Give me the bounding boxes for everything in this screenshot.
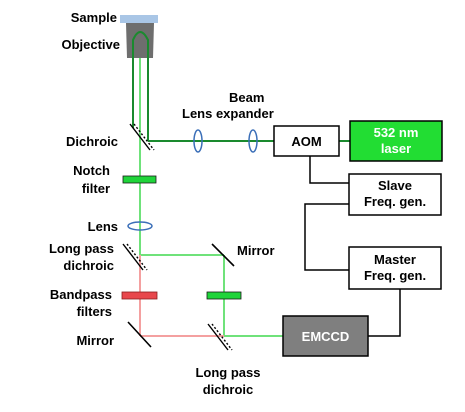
lens-expander-label: Lens expander bbox=[182, 106, 274, 121]
lens-expander-1 bbox=[193, 129, 203, 153]
long-pass-dichroic-bottom bbox=[207, 323, 233, 351]
beam-label: Beam bbox=[229, 90, 264, 105]
slave-label-line1: Slave bbox=[378, 178, 412, 193]
mirror-right-label: Mirror bbox=[237, 243, 275, 258]
objective bbox=[126, 23, 154, 58]
sample-slide bbox=[120, 15, 158, 23]
long-pass-dichroic-left bbox=[122, 243, 148, 271]
objective-label: Objective bbox=[61, 37, 120, 52]
bandpass-label-line2: filters bbox=[77, 304, 112, 319]
slave-freq-gen-box bbox=[348, 173, 442, 216]
emccd-label: EMCCD bbox=[302, 329, 350, 344]
slave-label-line2: Freq. gen. bbox=[364, 194, 426, 209]
excitation-beam bbox=[132, 31, 350, 142]
long-pass-bottom-label-line1: Long pass bbox=[195, 365, 260, 380]
mirror-right bbox=[211, 243, 235, 267]
laser-label-line1: 532 nm bbox=[374, 125, 419, 140]
master-label-line1: Master bbox=[374, 252, 416, 267]
emccd-box bbox=[282, 315, 369, 357]
aom-box bbox=[273, 125, 340, 157]
master-freq-gen-box bbox=[348, 246, 442, 290]
laser-label-line2: laser bbox=[381, 141, 411, 156]
sample-label: Sample bbox=[71, 10, 117, 25]
bandpass-label-line1: Bandpass bbox=[50, 287, 112, 302]
notch-filter bbox=[122, 175, 157, 184]
bandpass-filter-left bbox=[121, 291, 158, 300]
control-wiring bbox=[304, 155, 401, 337]
lens-label: Lens bbox=[88, 219, 118, 234]
dichroic-top bbox=[129, 123, 155, 151]
long-pass-bottom-label-line2: dichroic bbox=[203, 382, 254, 397]
mirror-left-label: Mirror bbox=[76, 333, 114, 348]
laser-box bbox=[349, 120, 443, 162]
lens-expander-2 bbox=[248, 129, 258, 153]
bandpass-filter-right bbox=[206, 291, 242, 300]
master-label-line2: Freq. gen. bbox=[364, 268, 426, 283]
lens-vertical bbox=[127, 221, 153, 231]
notch-label-line1: Notch bbox=[73, 163, 110, 178]
long-pass-label-line1: Long pass bbox=[49, 241, 114, 256]
long-pass-label-line2: dichroic bbox=[63, 258, 114, 273]
dichroic-label: Dichroic bbox=[66, 134, 118, 149]
mirror-left bbox=[127, 321, 152, 348]
aom-label: AOM bbox=[291, 134, 321, 149]
notch-label-line2: filter bbox=[82, 181, 110, 196]
